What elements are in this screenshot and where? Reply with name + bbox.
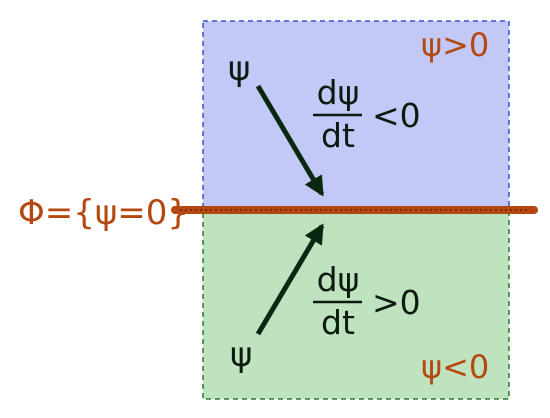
lower-psi-label: ψ	[230, 335, 252, 375]
upper-psi-label: ψ	[228, 49, 250, 89]
lower-derivative-numerator: dψ	[317, 260, 360, 299]
lower-derivative: dψ dt >0	[313, 260, 421, 342]
lower-derivative-relation: >0	[372, 283, 421, 322]
upper-arrow	[255, 84, 325, 197]
upper-derivative-relation: <0	[372, 96, 421, 135]
upper-derivative-denominator: dt	[321, 116, 355, 155]
lower-derivative-denominator: dt	[321, 303, 355, 342]
negative-region-label: ψ<0	[421, 348, 489, 386]
lower-arrow	[255, 223, 325, 336]
upper-derivative: dψ dt <0	[313, 73, 421, 155]
interface-label: Φ={ψ=0}	[18, 193, 189, 233]
positive-region-label: ψ>0	[421, 26, 489, 64]
upper-derivative-numerator: dψ	[317, 73, 360, 112]
negative-region	[202, 210, 510, 400]
